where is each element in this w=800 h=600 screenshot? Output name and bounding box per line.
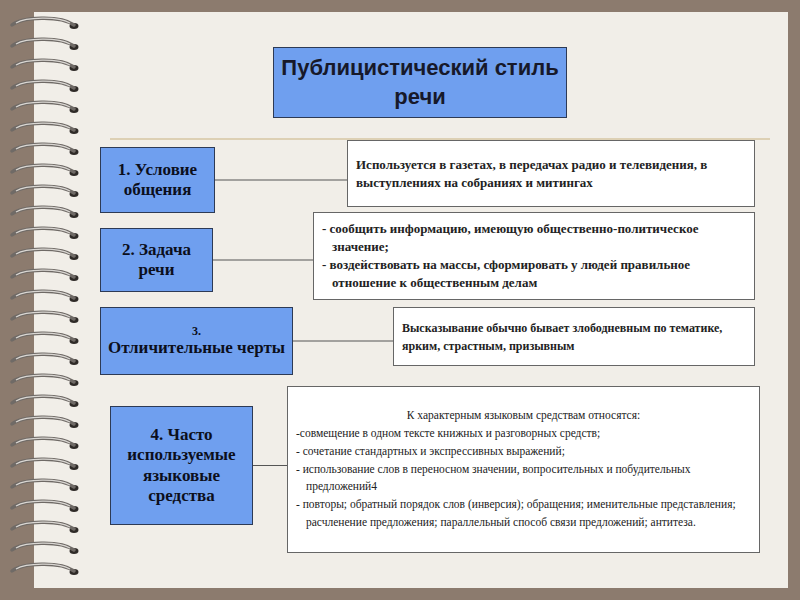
- coil-highlight: [16, 354, 70, 359]
- coil-highlight: [16, 291, 70, 296]
- spiral-coil: [12, 207, 74, 214]
- coil-highlight: [16, 123, 70, 128]
- coil-highlight: [16, 270, 70, 275]
- spiral-coil: [12, 438, 74, 445]
- spiral-coil: [12, 39, 74, 46]
- category-box: 1. Условие общения: [100, 147, 215, 213]
- box-text: Высказывание обычно бывает злободневным …: [402, 319, 746, 355]
- box-text: 1. Условие общения: [106, 160, 209, 201]
- box-text: - сообщить информацию, имеющую обществен…: [322, 220, 746, 256]
- title-box: Публицистический стиль речи: [273, 47, 567, 118]
- coil-highlight: [16, 501, 70, 506]
- spiral-coil: [12, 375, 74, 382]
- connector-line: [253, 465, 287, 466]
- coil-highlight: [16, 228, 70, 233]
- coil-highlight: [16, 312, 70, 317]
- coil-highlight: [16, 249, 70, 254]
- description-box: Высказывание обычно бывает злободневным …: [393, 307, 755, 366]
- coil-highlight: [16, 459, 70, 464]
- box-text: - повторы; обратный порядок слов (инверс…: [296, 496, 751, 532]
- connector-line: [293, 341, 393, 342]
- spiral-coil: [12, 249, 74, 256]
- category-box: 4. Часто используемые языковые средства: [110, 406, 253, 525]
- box-text: - использование слов в переносном значен…: [296, 461, 751, 497]
- box-text: 4. Часто используемые языковые средства: [116, 425, 247, 507]
- description-box: К характерным языковым средствам относят…: [287, 386, 760, 553]
- spiral-coil: [12, 144, 74, 151]
- spiral-coil: [12, 417, 74, 424]
- spiral-coil: [12, 270, 74, 277]
- coil-highlight: [16, 186, 70, 191]
- spiral-coil: [12, 165, 74, 172]
- box-text: -совмещение в одном тексте книжных и раз…: [296, 425, 751, 443]
- category-box: 3.Отличительные черты: [100, 307, 293, 375]
- spiral-coil: [12, 501, 74, 508]
- spiral-coil: [12, 354, 74, 361]
- coil-highlight: [16, 522, 70, 527]
- coil-highlight: [16, 18, 70, 23]
- box-text: - сочетание стандартных и экспрессивных …: [296, 443, 751, 461]
- coil-highlight: [16, 81, 70, 86]
- coil-highlight: [16, 39, 70, 44]
- spiral-coil: [12, 459, 74, 466]
- spiral-coil: [12, 291, 74, 298]
- category-box: 2. Задача речи: [100, 228, 213, 292]
- spiral-coil: [12, 186, 74, 193]
- spiral-coil: [12, 102, 74, 109]
- spiral-binding: [12, 18, 79, 575]
- list-heading: К характерным языковым средствам относят…: [296, 407, 751, 425]
- spiral-coil: [12, 228, 74, 235]
- coil-highlight: [16, 396, 70, 401]
- spiral-coil: [12, 543, 74, 550]
- box-text: 2. Задача речи: [106, 240, 207, 281]
- box-text: Отличительные черты: [106, 338, 287, 358]
- coil-highlight: [16, 207, 70, 212]
- spiral-coil: [12, 564, 74, 571]
- spiral-coil: [12, 480, 74, 487]
- coil-highlight: [16, 165, 70, 170]
- coil-highlight: [16, 333, 70, 338]
- coil-highlight: [16, 438, 70, 443]
- connector-line: [213, 260, 313, 261]
- connector-line: [215, 180, 347, 181]
- coil-highlight: [16, 102, 70, 107]
- spiral-coil: [12, 123, 74, 130]
- box-text: 3.: [106, 324, 287, 338]
- coil-highlight: [16, 480, 70, 485]
- coil-highlight: [16, 375, 70, 380]
- coil-highlight: [16, 417, 70, 422]
- coil-highlight: [16, 144, 70, 149]
- box-text: - воздействовать на массы, сформировать …: [322, 256, 746, 292]
- coil-highlight: [16, 60, 70, 65]
- coil-highlight: [16, 564, 70, 569]
- description-box: Используется в газетах, в передачах ради…: [347, 140, 755, 207]
- spiral-coil: [12, 333, 74, 340]
- spiral-coil: [12, 81, 74, 88]
- spiral-coil: [12, 60, 74, 67]
- box-text: Используется в газетах, в передачах ради…: [356, 156, 746, 191]
- spiral-coil: [12, 312, 74, 319]
- box-text: Публицистический стиль речи: [279, 54, 561, 111]
- spiral-coil: [12, 522, 74, 529]
- spiral-coil: [12, 396, 74, 403]
- coil-highlight: [16, 543, 70, 548]
- spiral-coil: [12, 18, 74, 25]
- description-box: - сообщить информацию, имеющую обществен…: [313, 212, 755, 300]
